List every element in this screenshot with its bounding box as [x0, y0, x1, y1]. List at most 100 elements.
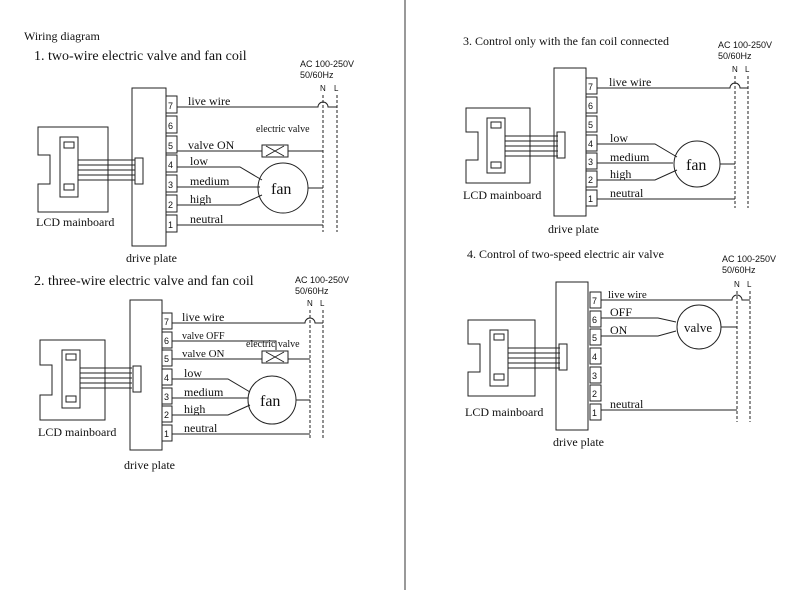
- drive-plate: [555, 281, 589, 431]
- supply-voltage: AC 100-250V: [295, 275, 349, 285]
- electric-valve-icon: [261, 144, 289, 158]
- terminal-block: 7 6 5 4 3 2 1: [585, 77, 598, 207]
- neutral-terminal-label: N: [307, 299, 313, 308]
- wire-label-live: live wire: [188, 94, 230, 108]
- section-title: 1. two-wire electric valve and fan coil: [34, 49, 247, 64]
- plate-label: drive plate: [124, 458, 175, 472]
- plate-label: drive plate: [548, 222, 599, 236]
- section-title: 3. Control only with the fan coil connec…: [463, 34, 669, 48]
- terminal-1: 1: [588, 194, 593, 204]
- terminal-1: 1: [168, 220, 173, 230]
- terminal-block: 7 6 5 4 3 2 1: [165, 95, 178, 233]
- terminal-5: 5: [164, 354, 169, 364]
- wire-label-high: high: [610, 167, 631, 181]
- section-4: 4. Control of two-speed electric air val…: [465, 247, 776, 449]
- section-2: 2. three-wire electric valve and fan coi…: [34, 274, 349, 472]
- section-1: 1. two-wire electric valve and fan coil …: [34, 49, 354, 265]
- terminal-4: 4: [592, 352, 597, 362]
- drive-plate: [129, 299, 163, 451]
- lcd-mainboard: [39, 339, 132, 421]
- terminal-4: 4: [168, 160, 173, 170]
- fan-label: fan: [271, 181, 291, 198]
- wire-label-on: ON: [610, 323, 628, 337]
- plate-label: drive plate: [553, 435, 604, 449]
- drive-plate: [553, 67, 587, 217]
- mainboard-label: LCD mainboard: [465, 405, 543, 419]
- terminal-7: 7: [588, 82, 593, 92]
- terminal-6: 6: [592, 315, 597, 325]
- section-3: 3. Control only with the fan coil connec…: [463, 34, 772, 236]
- valve-label: valve: [684, 320, 712, 335]
- wire-label-neutral: neutral: [610, 186, 644, 200]
- mainboard-label: LCD mainboard: [38, 425, 116, 439]
- terminal-1: 1: [164, 429, 169, 439]
- terminal-5: 5: [592, 333, 597, 343]
- fan-label: fan: [686, 157, 706, 174]
- terminal-6: 6: [168, 121, 173, 131]
- valve-label: electric valve: [246, 339, 300, 350]
- section-title: 2. three-wire electric valve and fan coi…: [34, 274, 254, 289]
- wire-label-live: live wire: [609, 75, 651, 89]
- lcd-mainboard: [465, 107, 558, 184]
- supply-voltage: AC 100-250V: [722, 254, 776, 264]
- neutral-terminal-label: N: [732, 65, 738, 74]
- mainboard-label: LCD mainboard: [463, 188, 541, 202]
- wire-label-low: low: [610, 131, 628, 145]
- supply-voltage: AC 100-250V: [718, 40, 772, 50]
- terminal-3: 3: [168, 180, 173, 190]
- terminal-2: 2: [588, 175, 593, 185]
- drive-plate: [131, 87, 167, 247]
- terminal-6: 6: [164, 336, 169, 346]
- plate-connector: [556, 131, 566, 159]
- page-title: Wiring diagram: [24, 29, 100, 43]
- terminal-3: 3: [164, 392, 169, 402]
- terminal-block: 7 6 5 4 3 2 1: [161, 312, 173, 442]
- wire-label-low: low: [184, 366, 202, 380]
- plate-connector: [132, 365, 142, 393]
- mainboard-label: LCD mainboard: [36, 215, 114, 229]
- line-terminal-label: L: [745, 65, 750, 74]
- line-terminal-label: L: [747, 280, 752, 289]
- neutral-terminal-label: N: [734, 280, 740, 289]
- supply-frequency: 50/60Hz: [295, 286, 329, 296]
- terminal-5: 5: [588, 120, 593, 130]
- wire-label-high: high: [190, 192, 211, 206]
- wire-label-off: OFF: [610, 305, 632, 319]
- terminal-6: 6: [588, 101, 593, 111]
- wire-label-low: low: [190, 154, 208, 168]
- neutral-terminal-label: N: [320, 84, 326, 93]
- wire-label-valve-on: valve ON: [188, 138, 235, 152]
- terminal-3: 3: [588, 157, 593, 167]
- terminal-2: 2: [168, 200, 173, 210]
- wire-label-medium: medium: [190, 174, 230, 188]
- lcd-mainboard: [37, 126, 135, 213]
- plate-label: drive plate: [126, 251, 177, 265]
- wire-label-neutral: neutral: [610, 397, 644, 411]
- terminal-1: 1: [592, 408, 597, 418]
- terminal-4: 4: [164, 373, 169, 383]
- supply-frequency: 50/60Hz: [718, 51, 752, 61]
- lcd-mainboard: [467, 319, 560, 397]
- supply-voltage: AC 100-250V: [300, 59, 354, 69]
- terminal-2: 2: [592, 389, 597, 399]
- terminal-block: 7 6 5 4 3 2 1: [589, 291, 602, 421]
- wire-label-high: high: [184, 402, 205, 416]
- plate-connector: [134, 157, 144, 185]
- electric-valve-icon: [261, 350, 289, 364]
- wire-label-neutral: neutral: [184, 421, 218, 435]
- terminal-7: 7: [164, 317, 169, 327]
- section-title: 4. Control of two-speed electric air val…: [467, 247, 664, 261]
- terminal-3: 3: [592, 371, 597, 381]
- wire-label-medium: medium: [610, 150, 650, 164]
- fan-label: fan: [260, 393, 280, 410]
- valve-label: electric valve: [256, 124, 310, 135]
- supply-frequency: 50/60Hz: [722, 265, 756, 275]
- line-terminal-label: L: [320, 299, 325, 308]
- terminal-7: 7: [592, 296, 597, 306]
- terminal-7: 7: [168, 101, 173, 111]
- wire-label-live: live wire: [608, 289, 647, 301]
- wire-label-live: live wire: [182, 310, 224, 324]
- terminal-2: 2: [164, 410, 169, 420]
- terminal-4: 4: [588, 139, 593, 149]
